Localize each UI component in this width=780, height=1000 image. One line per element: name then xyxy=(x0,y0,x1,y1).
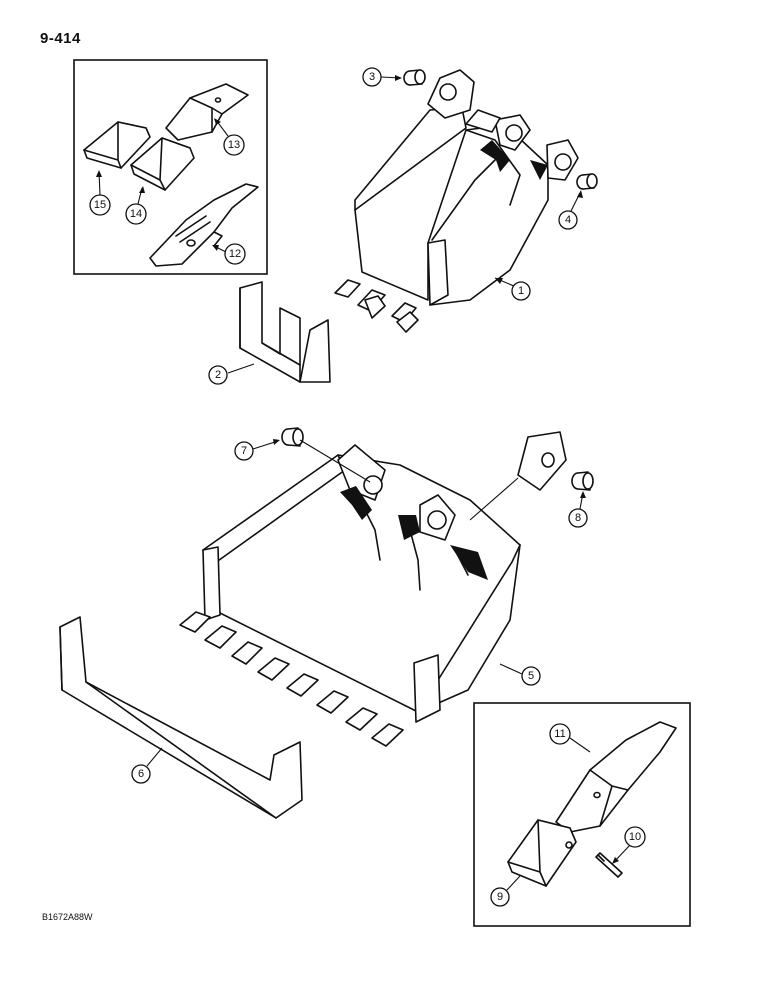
callout-8: 8 xyxy=(568,508,588,528)
inset-box-teeth-lower xyxy=(473,702,691,927)
part-3-bushing xyxy=(403,69,426,86)
svg-text:9: 9 xyxy=(497,891,503,903)
svg-text:2: 2 xyxy=(215,369,221,381)
svg-text:15: 15 xyxy=(94,199,106,211)
svg-text:13: 13 xyxy=(228,139,240,151)
callout-9: 9 xyxy=(490,887,510,907)
part-5-wide-bucket xyxy=(179,444,521,747)
callout-3: 3 xyxy=(362,67,382,87)
part-4-bushing xyxy=(576,173,598,190)
callout-14: 14 xyxy=(125,203,147,225)
inset-box-teeth-upper xyxy=(73,59,268,275)
part-9-tooth xyxy=(507,819,577,887)
callout-5: 5 xyxy=(521,666,541,686)
svg-text:14: 14 xyxy=(130,208,142,220)
svg-text:12: 12 xyxy=(229,248,241,260)
callout-15: 15 xyxy=(89,194,111,216)
callout-13: 13 xyxy=(223,134,245,156)
part-12-adapter xyxy=(149,183,259,267)
part-1-narrow-bucket xyxy=(334,69,579,333)
part-11-adapter xyxy=(555,721,677,833)
part-2-wear-strip xyxy=(239,281,331,383)
part-6-wear-strip xyxy=(59,616,303,819)
svg-text:4: 4 xyxy=(565,214,571,226)
callout-2: 2 xyxy=(208,365,228,385)
part-8-bushing xyxy=(571,471,594,491)
part-13-adapter xyxy=(165,83,249,141)
ear-plate xyxy=(469,431,567,521)
part-14-tooth xyxy=(130,137,195,191)
page-number: 9-414 xyxy=(40,30,81,47)
part-15-tooth xyxy=(83,121,151,169)
svg-text:10: 10 xyxy=(629,831,641,843)
callout-7: 7 xyxy=(234,441,254,461)
part-7-bushing xyxy=(281,427,304,447)
svg-text:3: 3 xyxy=(369,71,375,83)
callout-11: 11 xyxy=(549,723,571,745)
svg-text:1: 1 xyxy=(518,285,524,297)
callout-4: 4 xyxy=(558,210,578,230)
part-10-pin xyxy=(595,852,623,878)
svg-text:11: 11 xyxy=(554,728,565,740)
svg-text:6: 6 xyxy=(138,768,144,780)
svg-text:7: 7 xyxy=(241,445,247,457)
figure-code: B1672A88W xyxy=(42,912,93,922)
callout-12: 12 xyxy=(224,243,246,265)
callout-10: 10 xyxy=(624,826,646,848)
bushing-7-alignment-line xyxy=(299,439,371,483)
callout-6: 6 xyxy=(131,764,151,784)
svg-text:5: 5 xyxy=(528,670,534,682)
svg-text:8: 8 xyxy=(575,512,581,524)
callout-1: 1 xyxy=(511,281,531,301)
